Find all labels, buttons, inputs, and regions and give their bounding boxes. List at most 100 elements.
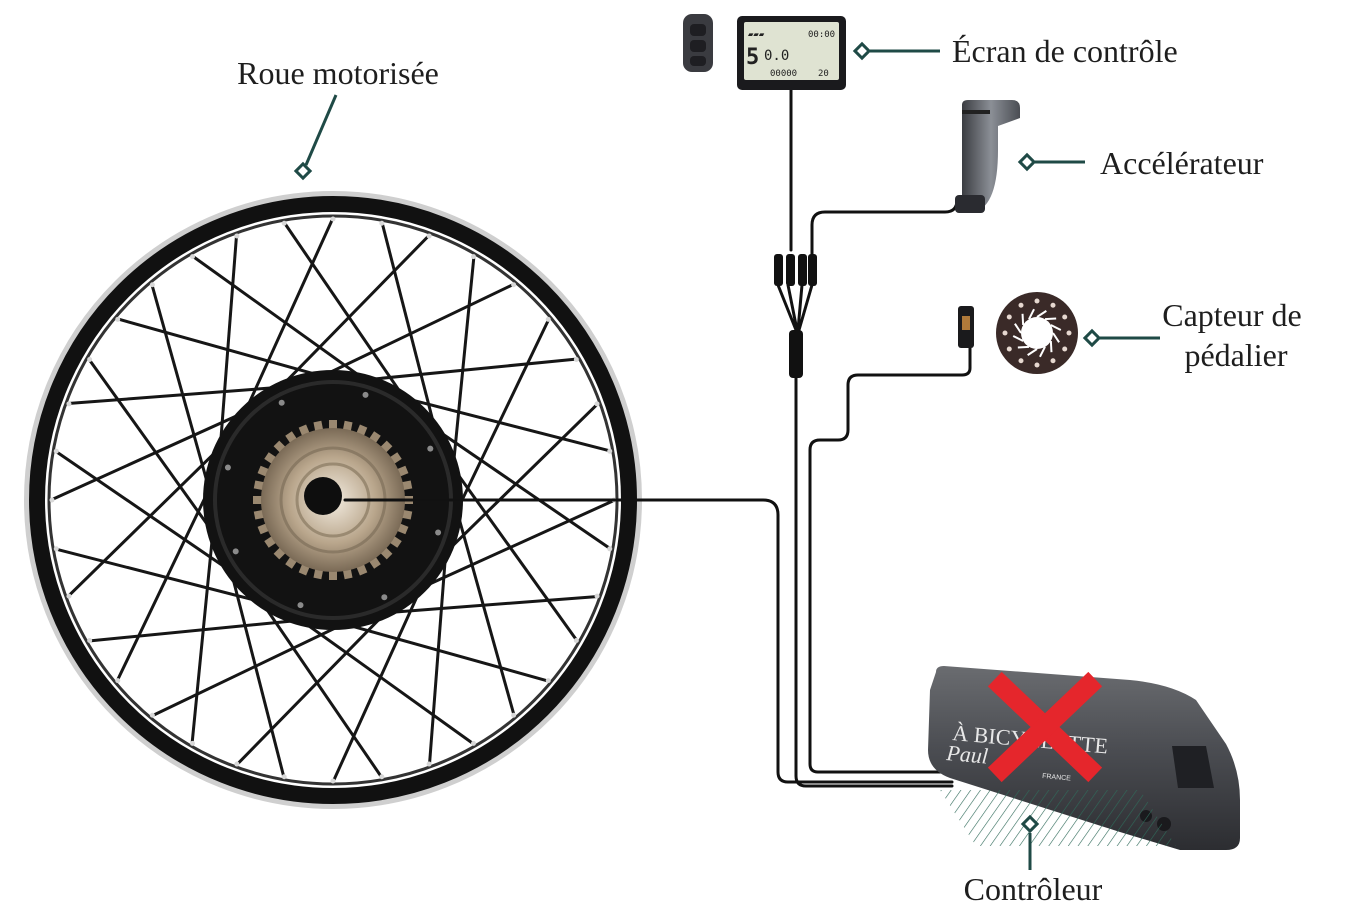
label-pas-line1: Capteur de xyxy=(1162,297,1302,333)
lcd-time: 00:00 xyxy=(808,30,835,40)
spoke-nipple xyxy=(594,401,600,407)
spoke-nipple xyxy=(281,774,287,780)
connector xyxy=(786,254,795,286)
lcd-screen xyxy=(744,22,839,80)
spoke-nipple xyxy=(330,216,336,222)
pas-slot xyxy=(1049,340,1053,353)
spoke xyxy=(427,537,449,766)
spoke-nipple xyxy=(573,357,579,362)
marker-diamond xyxy=(1020,814,1040,834)
spoke xyxy=(451,496,516,717)
spoke xyxy=(237,217,335,427)
pas-magnet xyxy=(1034,298,1040,304)
hub-bolt xyxy=(435,529,442,536)
connectors xyxy=(774,254,817,378)
pas-cable xyxy=(808,346,972,774)
spoke-nipple xyxy=(607,448,613,454)
hub-bolt xyxy=(232,548,239,555)
spoke-nipple xyxy=(115,316,121,322)
pas-magnet xyxy=(1018,358,1024,364)
spoke xyxy=(269,233,431,399)
spoke-nipple xyxy=(471,740,476,746)
spoke-nipple xyxy=(149,712,155,718)
pas-slot xyxy=(1012,335,1024,342)
marker-diamond xyxy=(1017,152,1037,172)
pas-magnet xyxy=(1050,358,1056,364)
pas-magnet xyxy=(1062,314,1068,320)
spoke xyxy=(151,616,358,718)
leader-markers xyxy=(293,41,1102,834)
pas-magnet xyxy=(1050,302,1056,308)
pas-magnet xyxy=(1034,362,1040,368)
spoke-nipple xyxy=(87,357,93,362)
lcd-battery: ▰▰▰ xyxy=(748,30,765,40)
spoke xyxy=(443,455,579,642)
spoke-nipple xyxy=(53,448,59,454)
pas-slot xyxy=(1044,317,1057,321)
pas-slot xyxy=(1027,348,1038,356)
pas-slot xyxy=(1052,332,1060,343)
spoke xyxy=(217,234,239,463)
pas-slot xyxy=(1028,308,1035,320)
hub-bolt xyxy=(381,594,388,601)
pas-slot xyxy=(1036,310,1047,318)
spoke-nipple xyxy=(471,254,476,260)
pas-sensor-icon xyxy=(958,292,1078,374)
hub-bolt xyxy=(362,391,369,398)
lcd-speed-decimal: 0.0 xyxy=(764,48,789,64)
leader-wheel xyxy=(304,94,338,166)
pas-slot xyxy=(1021,313,1025,326)
controller-hatch xyxy=(940,790,1176,846)
throttle-icon xyxy=(955,100,1020,213)
spoke-nipple xyxy=(190,740,195,746)
lcd-odometer: 00000 xyxy=(770,69,797,79)
spoke-nipple xyxy=(426,233,432,239)
motor-cable xyxy=(343,498,954,784)
hub-bolt xyxy=(278,399,285,406)
hub-bolt xyxy=(427,445,434,452)
spoke-nipple xyxy=(49,497,55,503)
spoke xyxy=(434,402,600,564)
wheel-spokes xyxy=(49,216,617,784)
connector xyxy=(798,254,807,286)
spoke-nipple xyxy=(594,593,600,599)
spoke-nipple xyxy=(190,254,195,260)
spoke-nipple xyxy=(545,678,551,684)
spoke-nipple xyxy=(53,546,59,552)
spoke xyxy=(54,547,277,607)
leader-lines xyxy=(304,49,1160,870)
label-pas-line2: pédalier xyxy=(1184,337,1287,373)
spoke-nipple xyxy=(330,778,336,784)
lcd-level: 20 xyxy=(818,69,829,79)
spoke-nipple xyxy=(426,761,432,767)
hub-motor-wheel-icon xyxy=(24,191,642,809)
connector xyxy=(774,254,783,286)
spoke xyxy=(54,449,245,581)
pas-magnet xyxy=(1062,346,1068,352)
cassette-tooth xyxy=(329,568,337,580)
axle-nut xyxy=(304,477,342,515)
spoke xyxy=(235,601,397,767)
lcd-speed: 5 xyxy=(746,45,759,70)
pas-slot xyxy=(1050,324,1062,331)
splitter-fan xyxy=(776,283,814,332)
hub-bolt xyxy=(297,602,304,609)
spoke-nipple xyxy=(234,761,240,767)
cables xyxy=(343,86,972,788)
label-throttle: Accélérateur xyxy=(1100,145,1264,181)
spoke-nipple xyxy=(545,316,551,322)
display-icon: ▰▰▰ 00:00 5 0.0 00000 20 xyxy=(737,16,846,90)
pas-magnet xyxy=(1006,314,1012,320)
spoke-nipple xyxy=(87,638,93,643)
marker-diamond xyxy=(1082,328,1102,348)
remote-icon xyxy=(683,14,713,72)
spoke-nipple xyxy=(66,401,72,407)
spoke-nipple xyxy=(149,282,155,288)
spoke-nipple xyxy=(115,678,121,684)
throttle-cable xyxy=(810,198,959,262)
pas-slot xyxy=(1017,345,1030,349)
battery-brand-line2: Paul xyxy=(945,740,990,769)
marker-diamond xyxy=(293,161,313,181)
spoke-nipple xyxy=(66,593,72,599)
